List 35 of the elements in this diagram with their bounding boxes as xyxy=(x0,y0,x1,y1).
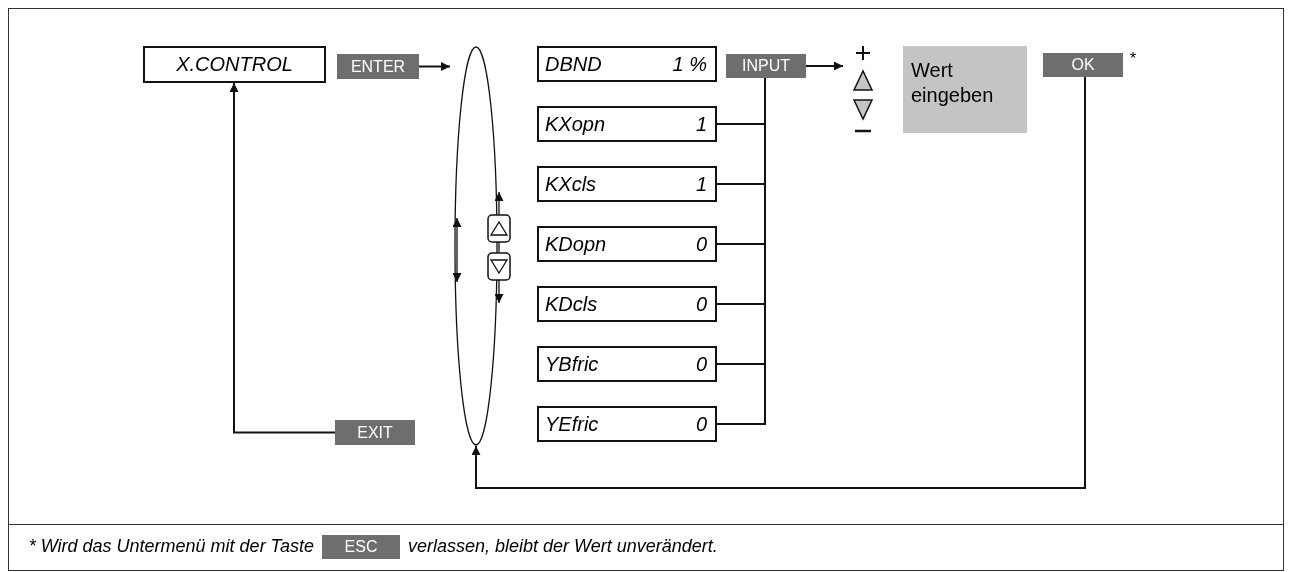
parameter-box xyxy=(537,346,717,382)
key-button: INPUT xyxy=(726,54,806,78)
parameter-box xyxy=(537,46,717,82)
parameter-value: 0 xyxy=(695,412,707,436)
key-button: OK xyxy=(1043,53,1123,77)
arrow xyxy=(471,76,1086,489)
parameter-value: 0 xyxy=(695,292,707,316)
arrow xyxy=(229,82,336,434)
parameter-value: 0 xyxy=(695,352,707,376)
parameter-name: YBfric xyxy=(545,352,599,376)
value-box: Wert eingeben xyxy=(903,46,1027,133)
footnote-text: * Wird das Untermenü mit der Taste xyxy=(28,536,314,557)
parameter-value: 1 xyxy=(695,172,707,196)
parameter-name: KDcls xyxy=(545,292,598,316)
parameter-value: 1 xyxy=(695,112,707,136)
parameter-name: YEfric xyxy=(545,412,599,436)
key-button: ESC xyxy=(322,535,400,559)
footnote-text: verlassen, bleibt der Wert unverändert. xyxy=(408,536,718,557)
parameter-name: DBND xyxy=(545,52,602,76)
arrow xyxy=(805,61,844,71)
parameter-name: KXopn xyxy=(545,112,606,136)
menu-box: X.CONTROL xyxy=(143,46,326,83)
parameter-box xyxy=(537,226,717,262)
parameter-box xyxy=(537,166,717,202)
arrow xyxy=(418,62,451,71)
key-button: EXIT xyxy=(335,420,415,445)
parameter-box xyxy=(537,106,717,142)
parameter-name: KXcls xyxy=(545,172,597,196)
parameter-value: 1 % xyxy=(672,52,707,76)
parameter-box xyxy=(537,286,717,322)
parameter-name: KDopn xyxy=(545,232,607,256)
key-button: ENTER xyxy=(337,54,419,79)
parameter-value: 0 xyxy=(695,232,707,256)
footnote-mark: * xyxy=(1130,50,1137,68)
parameter-box xyxy=(537,406,717,442)
